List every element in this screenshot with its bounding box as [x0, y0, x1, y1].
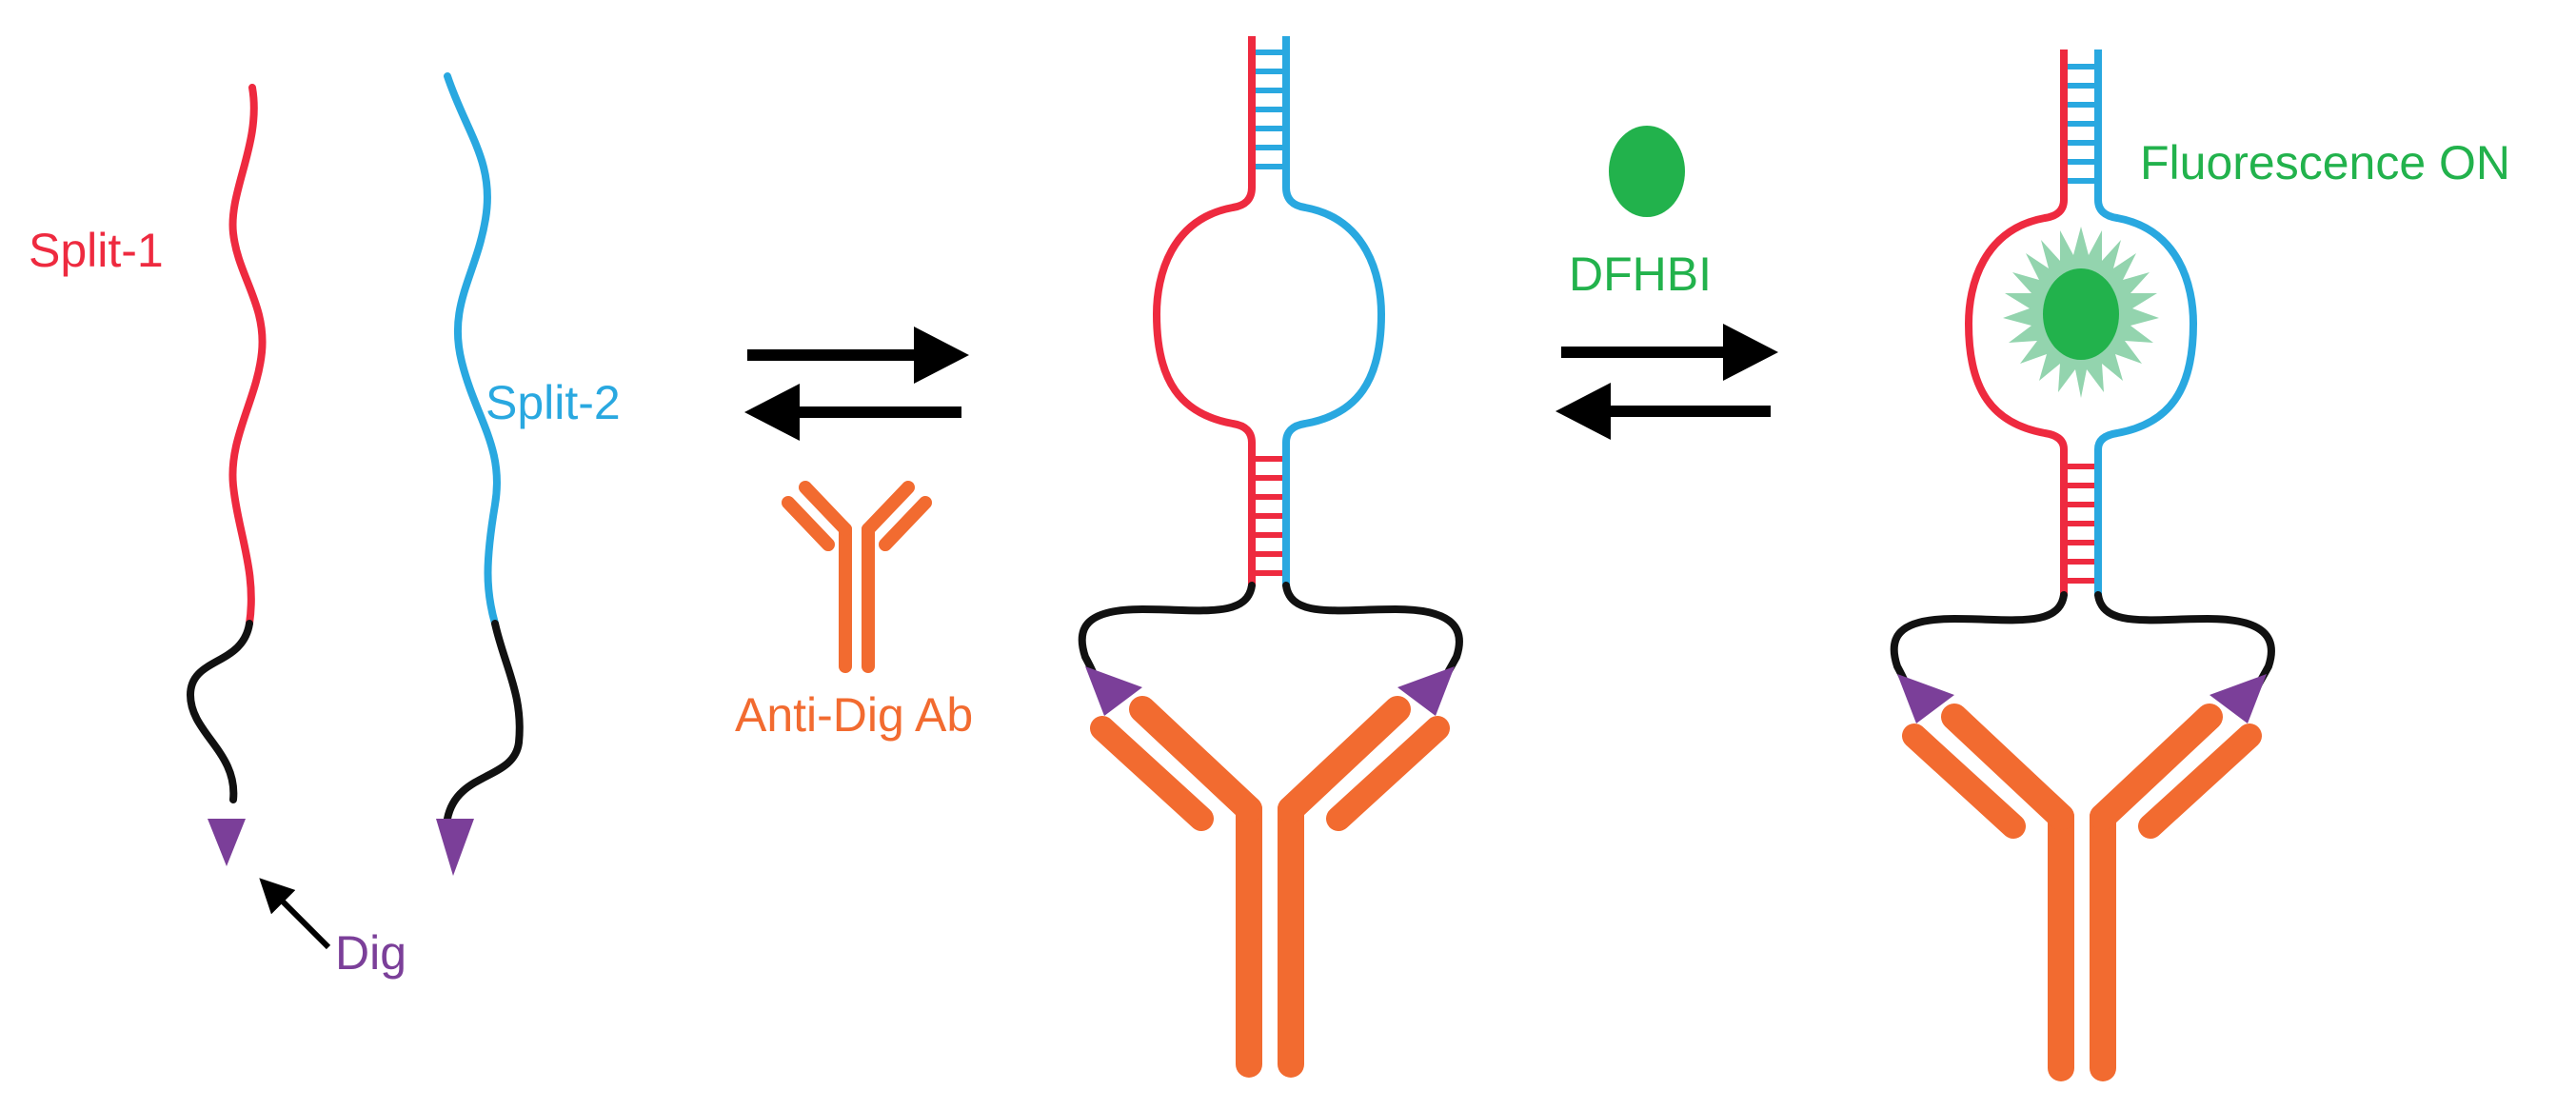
dig-tag-1	[208, 819, 246, 866]
top-stem-base-pairs-2	[2068, 64, 2094, 184]
split-2-strand	[436, 72, 524, 876]
split-1-linker	[186, 620, 253, 803]
dig-tag-2	[436, 819, 474, 876]
split-2-linker	[444, 620, 524, 823]
assembled-complex-2	[1890, 50, 2275, 1081]
dfhbi-label: DFHBI	[1569, 248, 1712, 301]
top-stem-base-pairs	[1256, 50, 1282, 169]
dig-pointer-arrow	[259, 878, 331, 950]
antibody-label: Anti-Dig Ab	[735, 688, 973, 742]
assembled-complex-1	[1078, 36, 1463, 1078]
split-2-label: Split-2	[485, 376, 621, 429]
split-1-strand	[186, 84, 267, 866]
dfhbi-molecule	[1609, 126, 1685, 217]
bottom-stem-base-pairs	[1256, 456, 1282, 576]
fluorescence-on-label: Fluorescence ON	[2140, 136, 2510, 189]
bottom-stem-base-pairs-2	[2068, 464, 2094, 584]
bound-dfhbi	[2043, 268, 2119, 360]
small-antibody-icon	[782, 481, 932, 673]
equilibrium-arrows-2	[1556, 324, 1778, 440]
split-1-label: Split-1	[29, 224, 164, 277]
dig-label: Dig	[335, 926, 406, 980]
equilibrium-arrows-1	[744, 327, 969, 441]
